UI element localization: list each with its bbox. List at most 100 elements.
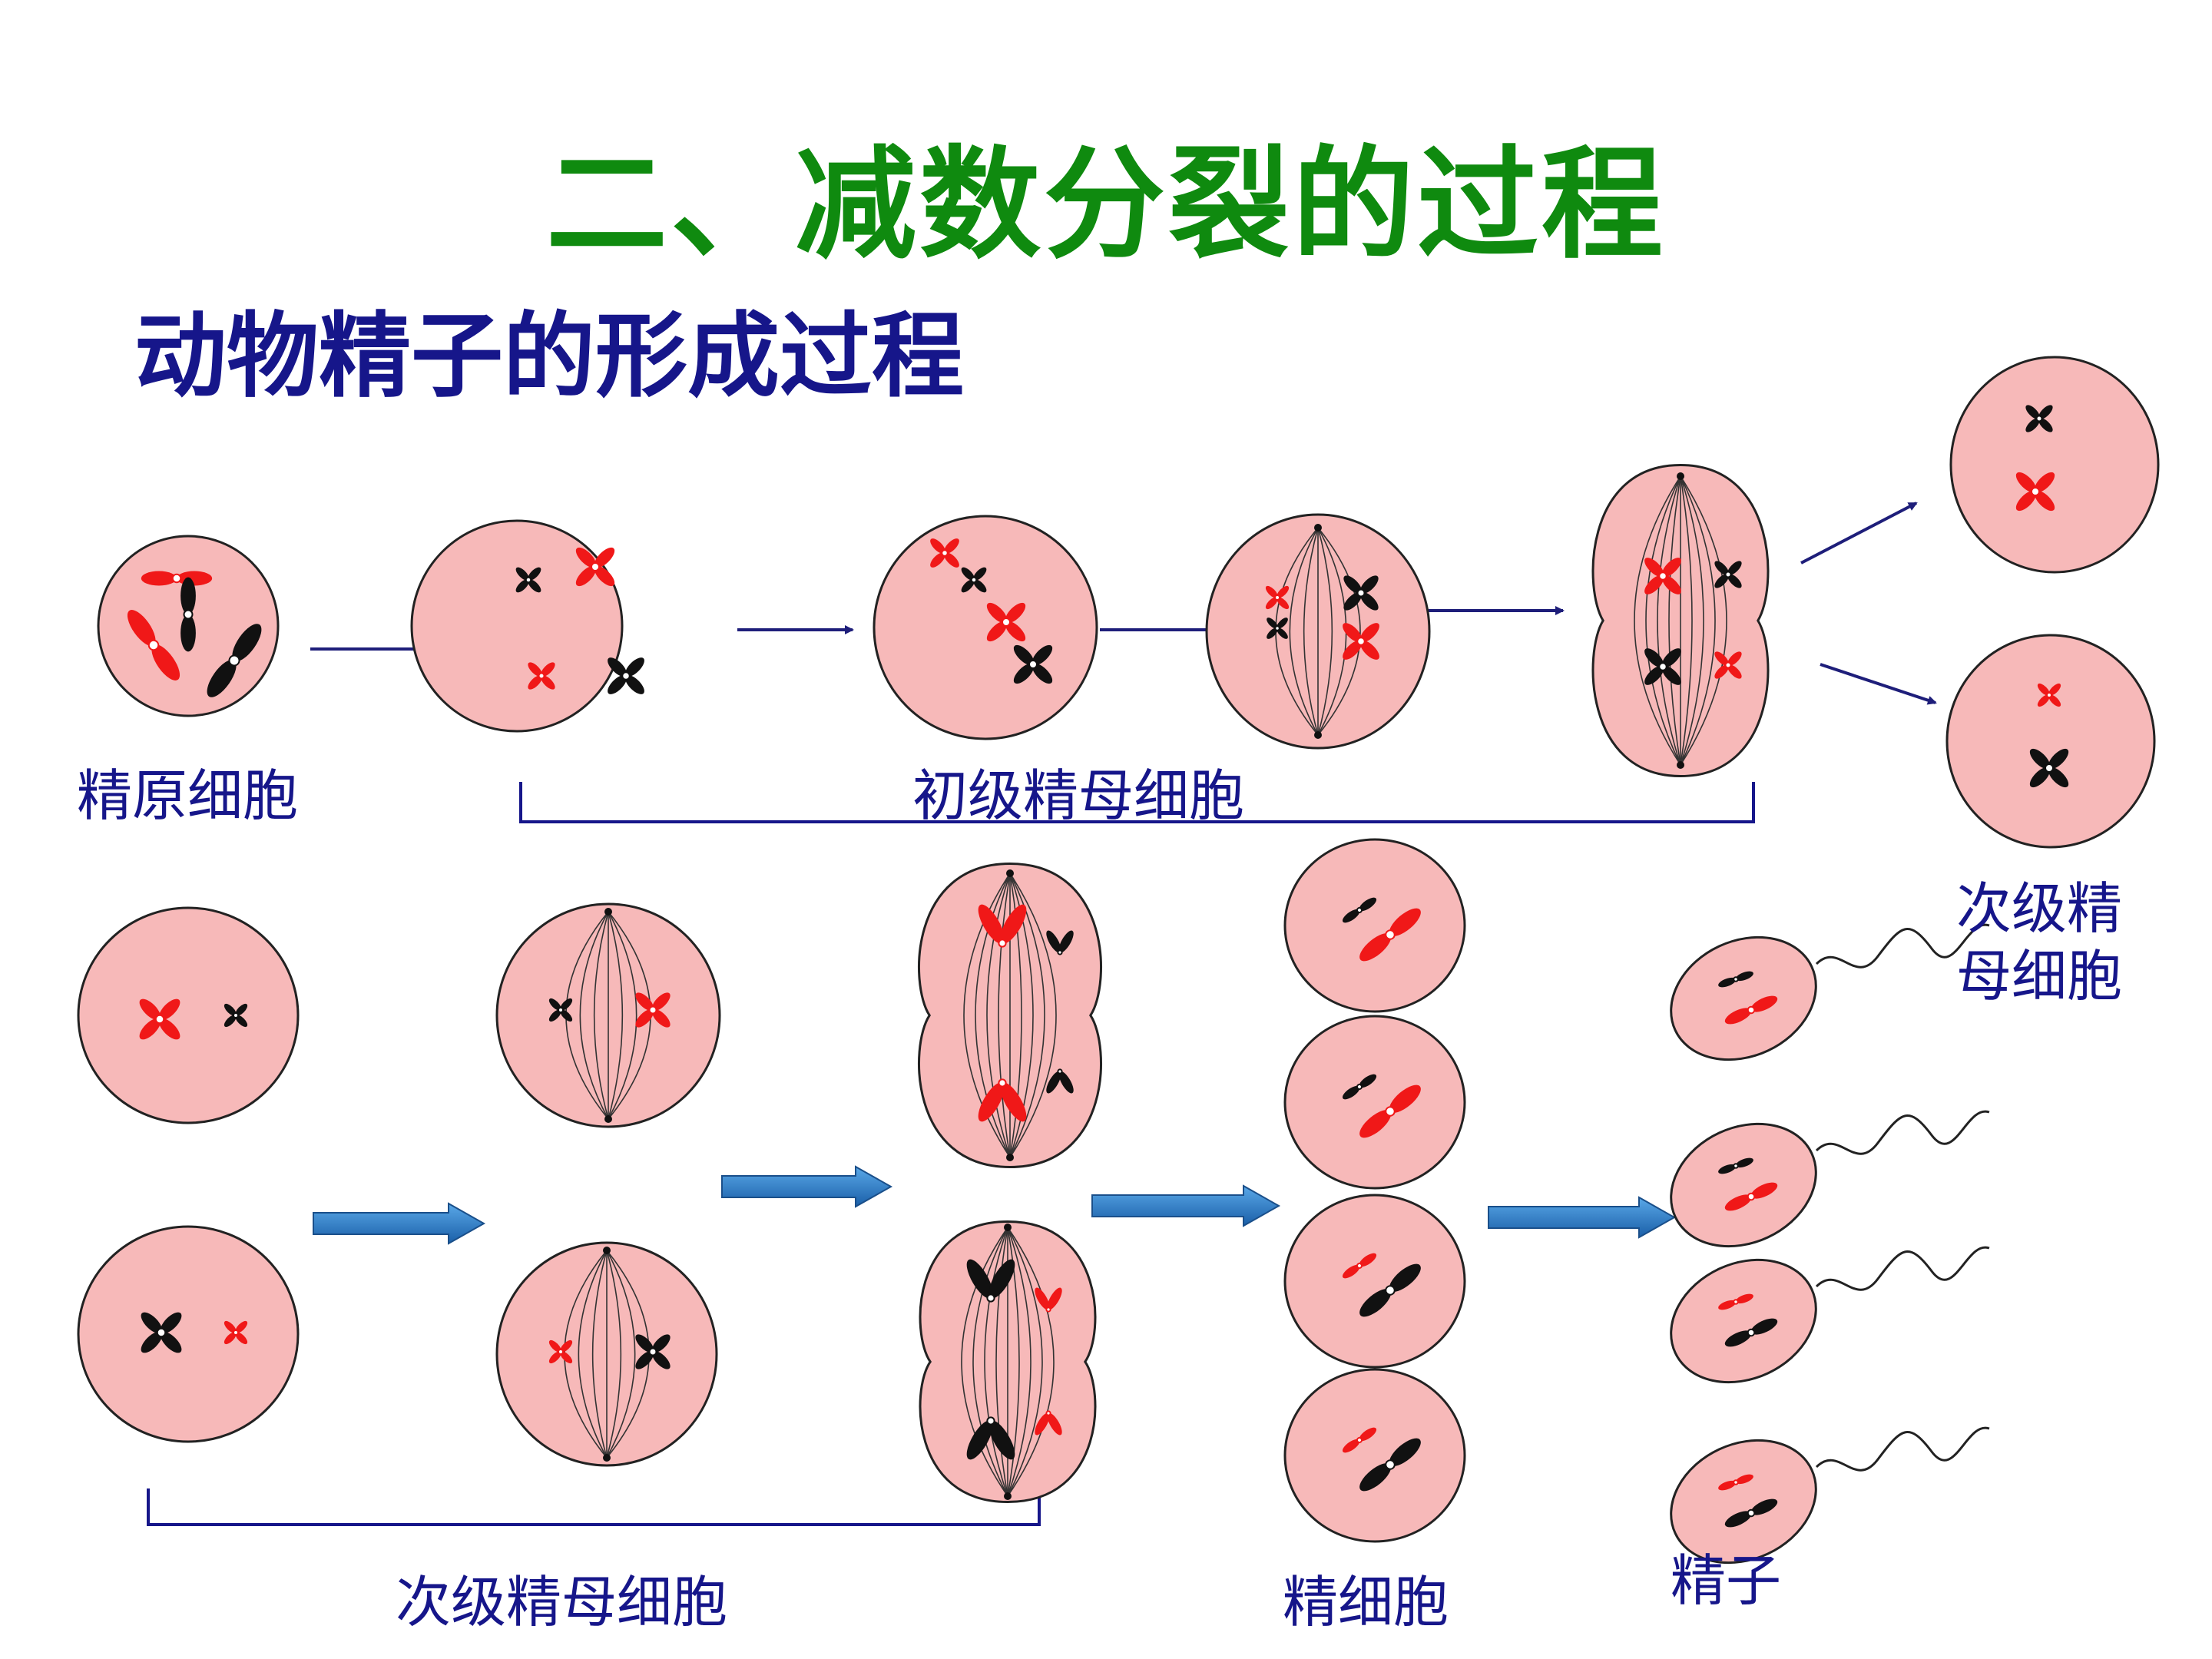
chromosome-red	[1035, 1287, 1062, 1313]
chromosome-black	[966, 1259, 1015, 1303]
chromosome-black	[2025, 405, 2053, 432]
chromosome-red	[1342, 1427, 1377, 1453]
chromosome-red	[1724, 995, 1778, 1025]
cell-primary-1	[410, 519, 624, 733]
chromosome-red	[1343, 623, 1379, 660]
centriole-dot	[1314, 524, 1322, 531]
chromosome-red	[2037, 683, 2061, 707]
cell-secondary-1	[77, 906, 300, 1124]
sperm-head	[1670, 1439, 1817, 1565]
chromosome-black	[1718, 971, 1753, 988]
chromosome-red	[1359, 1084, 1421, 1138]
cell-spermatid	[1283, 1015, 1466, 1190]
centriole-dot	[604, 908, 612, 916]
chromosome-black	[224, 1003, 248, 1028]
chromosome-black	[1644, 648, 1681, 685]
sperm-tail	[1815, 1110, 1990, 1155]
chromosome-red	[1359, 908, 1421, 962]
arrow	[1820, 663, 1937, 705]
chromosome-black	[1013, 644, 1053, 684]
chromosome-black	[1718, 1157, 1753, 1174]
chromosome-red	[575, 547, 615, 587]
centriole-dot	[604, 1115, 612, 1123]
chromosome-red	[986, 602, 1026, 642]
chromosome-black	[635, 1334, 671, 1369]
chromosome-black	[2029, 748, 2069, 788]
label-spermatid: 精细胞	[1283, 1570, 1449, 1634]
page-title: 二、减数分裂的过程	[546, 134, 1666, 276]
chromosome-black	[966, 1416, 1015, 1460]
centriole-dot	[1004, 1224, 1012, 1231]
centriole-dot	[603, 1454, 611, 1462]
chromosome-black	[1267, 618, 1288, 639]
chromosome-red	[2015, 472, 2055, 512]
bracket-secondary	[147, 1488, 1041, 1526]
page-subtitle: 动物精子的形成过程	[134, 303, 964, 410]
chromosome-red	[930, 538, 959, 568]
chromosome-black	[1046, 1068, 1074, 1094]
centriole-dot	[603, 1247, 611, 1254]
chromosome-red	[978, 904, 1027, 948]
centriole-dot	[1006, 869, 1014, 877]
chromosome-black	[608, 657, 644, 694]
chromosome-black	[1724, 1498, 1778, 1528]
spindle	[1634, 472, 1727, 769]
chromosome-black	[515, 567, 541, 593]
block-arrow	[721, 1165, 893, 1208]
cell-secondary-top-1	[1949, 356, 2160, 574]
chromosome-red	[127, 610, 180, 680]
chromosome-red	[528, 662, 555, 690]
centriole-dot	[1006, 1154, 1014, 1161]
chromosome-black	[1359, 1263, 1421, 1317]
label-primary-spermatocyte: 初级精母细胞	[912, 763, 1245, 828]
chromosome-red	[1035, 1410, 1062, 1435]
block-arrow	[313, 1202, 486, 1245]
label-secondary-spermatocyte-top: 次级精母细胞	[1955, 876, 2122, 1008]
chromosome-red	[1265, 585, 1290, 610]
chromosome-red	[1714, 651, 1742, 679]
sperm-head	[1670, 1258, 1817, 1384]
spindle	[961, 1224, 1055, 1500]
chromosome-black	[1714, 561, 1742, 588]
chromosome-red	[1724, 1182, 1778, 1211]
chromosome-black	[1343, 575, 1379, 611]
bracket-primary	[519, 782, 1755, 823]
chromosome-black	[1342, 1074, 1377, 1100]
chromosome-black	[207, 624, 262, 697]
chromosome-black	[1724, 1318, 1778, 1347]
chromosome-red	[978, 1078, 1027, 1122]
label-spermatogonium: 精原细胞	[77, 763, 299, 828]
chromosome-black	[180, 577, 196, 652]
cell-secondary-2	[77, 1225, 300, 1443]
chromosome-black	[1046, 930, 1074, 955]
sperm-tail	[1815, 1246, 1990, 1291]
sperm-tail	[1815, 923, 1990, 969]
chromosome-red	[224, 1320, 248, 1345]
cell-primary-2	[873, 515, 1098, 740]
chromosome-red	[1644, 558, 1681, 594]
centriole-dot	[1314, 731, 1322, 739]
spindle	[1275, 524, 1361, 739]
chromosome-black	[1342, 897, 1377, 923]
chromosome-red	[139, 998, 180, 1040]
spindle	[565, 908, 651, 1123]
cell-secondary-top-2	[1945, 634, 2156, 849]
sperm-head	[1670, 1122, 1817, 1248]
chromosome-red	[548, 1339, 573, 1364]
cell-spermatid	[1283, 1368, 1466, 1543]
arrow	[1800, 502, 1918, 565]
centriole-dot	[1677, 761, 1684, 769]
sperm-head	[1670, 935, 1817, 1061]
chromosome-black	[1359, 1438, 1421, 1492]
chromosome-red	[1342, 1253, 1377, 1279]
chromosome-red	[1718, 1293, 1753, 1310]
cell-spermatid	[1283, 1194, 1466, 1369]
chromosome-black	[141, 1312, 182, 1353]
centriole-dot	[1677, 472, 1684, 480]
chromosome-red	[1718, 1474, 1753, 1491]
centriole-dot	[1004, 1492, 1012, 1500]
chromosome-black	[961, 567, 987, 593]
block-arrow	[1091, 1184, 1281, 1227]
block-arrow	[1488, 1196, 1677, 1239]
